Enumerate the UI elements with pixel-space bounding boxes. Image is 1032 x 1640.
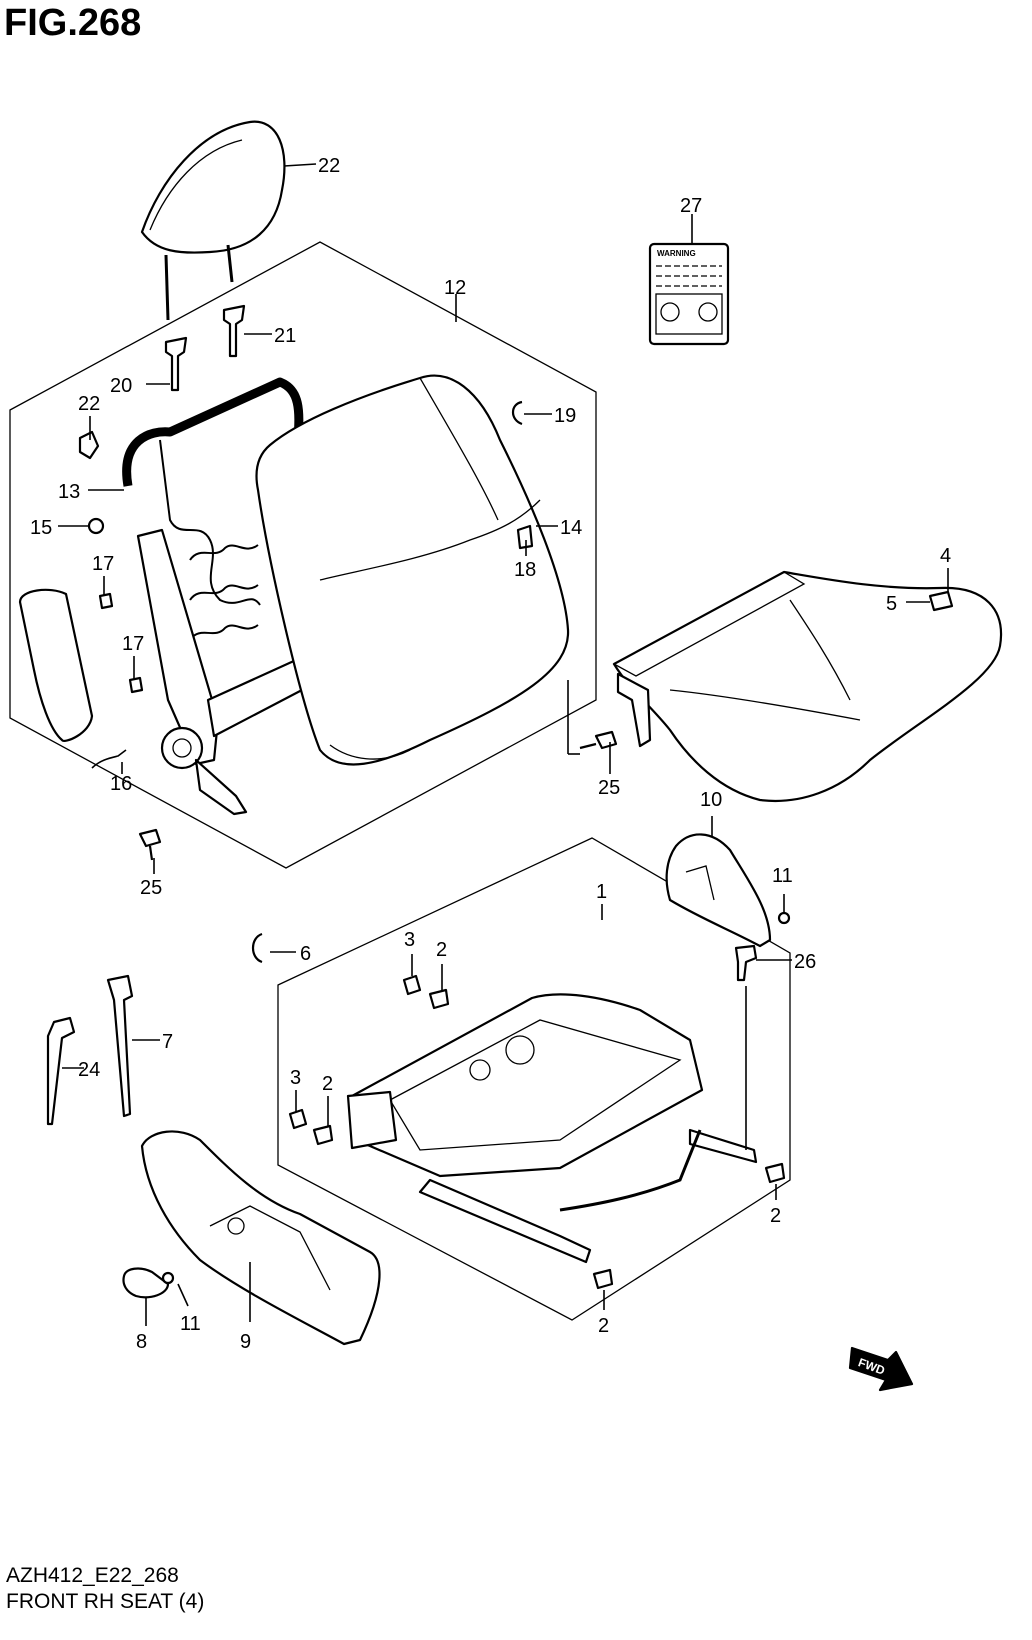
- clip-5: [928, 590, 954, 612]
- bolt-25a: [138, 828, 162, 861]
- clips-2-3: [288, 974, 786, 1290]
- figure-code: AZH412_E22_268: [6, 1564, 179, 1587]
- side-shield-front: [140, 1130, 381, 1346]
- recliner-knob: [122, 1267, 170, 1299]
- headrest-guide-21: [222, 304, 246, 358]
- seatback-cushion: [255, 374, 570, 766]
- callout-8: 8: [136, 1331, 147, 1353]
- callout-23: 22: [318, 155, 340, 177]
- seat-adjuster-frame: [346, 993, 758, 1264]
- harness-16: [91, 749, 127, 769]
- callout-18: 18: [514, 559, 536, 581]
- nut-17b: [128, 676, 144, 694]
- callout-numbers: 22 27 12 21 20 19 22 13 15 14 18 17 17 4…: [30, 155, 951, 1353]
- fwd-arrow: FWD: [848, 1346, 914, 1392]
- screw-11-front: [161, 1271, 175, 1285]
- callout-15: 15: [30, 517, 52, 539]
- callout-16: 16: [110, 773, 132, 795]
- callout-2c: 2: [770, 1205, 781, 1227]
- callout-12: 12: [444, 277, 466, 299]
- callout-9: 9: [240, 1331, 251, 1353]
- screw-11-rear: [777, 911, 791, 925]
- callout-25b: 25: [140, 877, 162, 899]
- callout-13: 13: [58, 481, 80, 503]
- callout-26: 26: [794, 951, 816, 973]
- seat-frame-group-frame: [277, 837, 791, 1321]
- bolt-26: [734, 944, 758, 982]
- ring-6: [251, 932, 263, 964]
- warning-label: WARNING: [648, 242, 730, 346]
- callout-17b: 17: [122, 633, 144, 655]
- callout-1: 1: [596, 881, 607, 903]
- callout-5: 5: [886, 593, 897, 615]
- ring-19: [511, 400, 523, 426]
- cable-tie-24: [46, 1016, 76, 1126]
- callout-7: 7: [162, 1031, 173, 1053]
- callout-2d: 2: [598, 1315, 609, 1337]
- callout-3b: 3: [290, 1067, 301, 1089]
- figure-title: FIG.268: [4, 2, 142, 44]
- leader-lines: [58, 163, 949, 1326]
- callout-17a: 17: [92, 553, 114, 575]
- nut-17a: [98, 592, 114, 610]
- callout-4: 4: [940, 545, 951, 567]
- nut-15: [87, 517, 105, 535]
- callout-6: 6: [300, 943, 311, 965]
- warning-label-title: WARNING: [657, 249, 696, 258]
- callout-11b: 11: [180, 1313, 201, 1335]
- clip-18: [516, 524, 534, 550]
- figure-footer: AZH412_E22_268 FRONT RH SEAT (4): [6, 1563, 204, 1615]
- headrest: [140, 120, 286, 321]
- callout-3a: 3: [404, 929, 415, 951]
- small-parts: [78, 400, 954, 964]
- callout-19: 19: [554, 405, 576, 427]
- armrest-pad: [18, 588, 94, 742]
- callout-21: 21: [274, 325, 296, 347]
- clip-22: [78, 430, 100, 460]
- side-shield-rear: [665, 833, 772, 948]
- bolt-25b: [579, 730, 618, 750]
- headrest-guide-20: [164, 336, 188, 392]
- callout-22: 22: [78, 393, 100, 415]
- seat-cushion: [612, 570, 1003, 802]
- seatback-group-frame: [9, 241, 597, 869]
- callout-25a: 25: [598, 777, 620, 799]
- cable-tie-7: [106, 974, 134, 1118]
- figure-description: FRONT RH SEAT (4): [6, 1590, 205, 1613]
- callout-14: 14: [560, 517, 582, 539]
- callout-2b: 2: [322, 1073, 333, 1095]
- callout-2a: 2: [436, 939, 447, 961]
- callout-20: 20: [110, 375, 132, 397]
- callout-11a: 11: [772, 865, 793, 887]
- callout-27: 27: [680, 195, 702, 217]
- callout-24: 24: [78, 1059, 100, 1081]
- callout-10: 10: [700, 789, 722, 811]
